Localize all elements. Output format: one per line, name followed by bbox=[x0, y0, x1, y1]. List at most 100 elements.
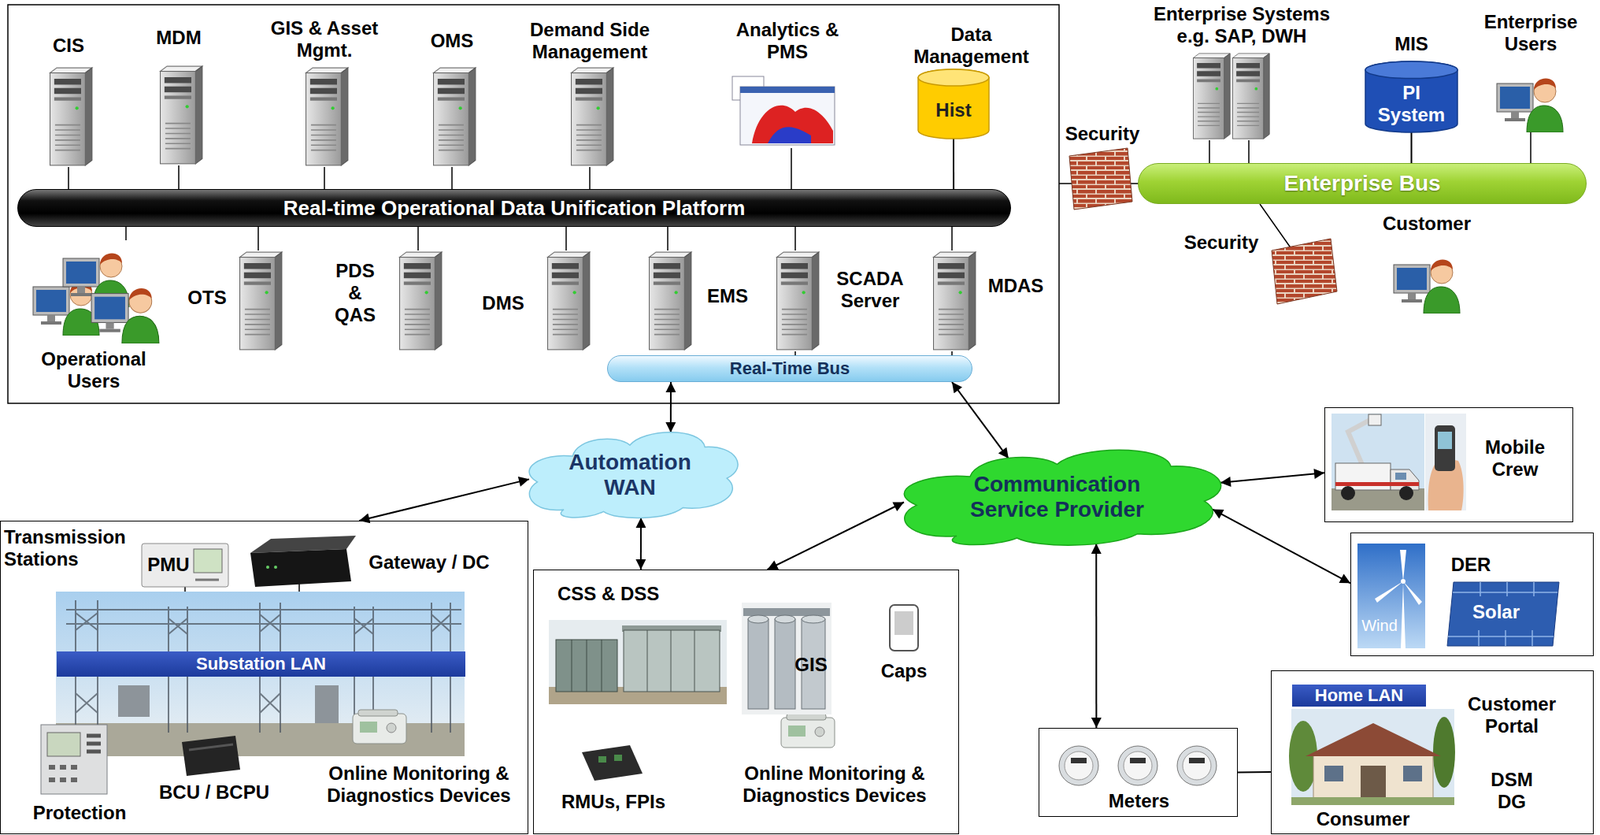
text-label: Caps bbox=[876, 659, 932, 682]
text-label: Operational Users bbox=[34, 348, 153, 393]
mobile-crew-photo bbox=[1399, 485, 1414, 500]
protection-relay bbox=[47, 732, 81, 756]
text-label: Customer bbox=[1379, 212, 1475, 235]
text-label: OTS bbox=[183, 286, 231, 309]
meter-icon bbox=[1129, 757, 1146, 763]
node-label: Home LAN bbox=[1314, 685, 1404, 706]
gis-switchgear bbox=[801, 614, 826, 623]
rmu-device bbox=[614, 754, 623, 761]
panel-box: Mobile Crew bbox=[1324, 407, 1574, 523]
mobile-crew-photo bbox=[1335, 481, 1419, 486]
connector bbox=[767, 502, 904, 571]
text-label: OMS bbox=[420, 29, 484, 52]
node-label: Hist bbox=[918, 99, 989, 122]
firewall-wall bbox=[1271, 238, 1338, 304]
wind-turbine-photo bbox=[1400, 578, 1406, 584]
network-cloud: Communication Service Provider bbox=[889, 445, 1225, 549]
database-cylinder: Data ManagementHist bbox=[918, 69, 989, 139]
system-frame bbox=[7, 4, 1060, 404]
substation-photo bbox=[55, 591, 465, 756]
rmu-device bbox=[598, 755, 607, 763]
pmu-device bbox=[141, 543, 229, 587]
server-icon bbox=[400, 251, 442, 350]
pmu-device bbox=[193, 548, 223, 573]
text-label: MDAS bbox=[984, 274, 1048, 297]
text-label: RMUs, FPIs bbox=[558, 790, 669, 813]
house-photo bbox=[1291, 796, 1455, 805]
kiosk-substation-photo bbox=[548, 619, 727, 704]
gateway-device bbox=[274, 565, 278, 569]
node-label: Automation WAN bbox=[551, 449, 709, 500]
gis-switchgear bbox=[774, 618, 796, 709]
meter-icon bbox=[1118, 745, 1158, 786]
gis-switchgear bbox=[774, 614, 796, 623]
connector bbox=[951, 381, 1009, 459]
server-icon bbox=[933, 251, 976, 350]
monitoring-device bbox=[352, 709, 835, 748]
connector bbox=[670, 381, 672, 433]
bcu-device bbox=[188, 744, 234, 750]
mobile-crew-photo bbox=[1425, 413, 1467, 511]
meter-icon bbox=[1059, 745, 1217, 786]
text-label: Security bbox=[1181, 231, 1261, 254]
text-label: Wind bbox=[1355, 616, 1404, 635]
server-icon bbox=[50, 67, 93, 166]
pmu-device bbox=[141, 543, 229, 587]
connector bbox=[1237, 770, 1271, 774]
analytics-screenshot bbox=[740, 86, 835, 145]
gis-switchgear bbox=[743, 607, 830, 616]
text-label: Demand Side Management bbox=[525, 18, 656, 63]
firewall-wall bbox=[1069, 148, 1133, 210]
cylinder-body bbox=[918, 69, 989, 139]
solar-panel bbox=[1447, 581, 1560, 646]
node-label: CSS & DSS bbox=[557, 582, 692, 605]
house-photo bbox=[1313, 754, 1434, 799]
text-label: Gateway / DC bbox=[364, 551, 495, 574]
node-label: Real-time Operational Data Unification P… bbox=[283, 196, 746, 220]
kiosk-substation-photo bbox=[555, 639, 618, 692]
user-icon bbox=[91, 288, 160, 344]
pmu-device bbox=[195, 578, 219, 582]
meter-icon bbox=[1188, 757, 1205, 763]
text-label: Enterprise Systems e.g. SAP, DWH bbox=[1145, 3, 1339, 48]
data-platform-bar: Real-time Operational Data Unification P… bbox=[17, 188, 1012, 227]
kiosk-substation-photo bbox=[571, 639, 602, 692]
connector bbox=[952, 138, 955, 189]
panel-box: Meters bbox=[1038, 727, 1238, 817]
node-label: Meters bbox=[1039, 789, 1239, 812]
connector bbox=[1410, 132, 1412, 163]
meter-icon bbox=[1059, 745, 1099, 786]
house-photo bbox=[1324, 765, 1344, 782]
cylinder-body bbox=[1365, 61, 1458, 133]
text-label: GIS & Asset Mgmt. bbox=[265, 17, 384, 62]
gis-switchgear bbox=[748, 618, 769, 709]
text-label: Protection bbox=[28, 801, 131, 824]
node-heading: Data Management bbox=[902, 23, 1041, 68]
house-photo bbox=[1288, 708, 1456, 805]
realtime-bus: Real-Time Bus bbox=[607, 355, 973, 382]
wire bbox=[125, 226, 952, 251]
rmu-device bbox=[581, 744, 643, 781]
node-label: Communication Service Provider bbox=[962, 471, 1152, 523]
text-label: Security bbox=[1062, 122, 1142, 145]
protection-relay bbox=[48, 766, 78, 780]
server-icon bbox=[433, 67, 476, 166]
meter-icon bbox=[1070, 757, 1087, 763]
user-icon bbox=[33, 281, 100, 336]
text-label: GIS bbox=[787, 653, 835, 676]
text-label: SCADA Server bbox=[829, 267, 912, 312]
panel-box: Customer PortalDSM DGConsumerHome LAN bbox=[1270, 670, 1594, 834]
mobile-crew-photo bbox=[1434, 425, 1456, 471]
kiosk-substation-photo bbox=[548, 619, 727, 704]
node-label: Consumer bbox=[1311, 807, 1415, 830]
connector bbox=[1220, 472, 1325, 483]
analytics-screenshot bbox=[732, 76, 835, 145]
database-cylinder: MISPI System bbox=[1365, 61, 1458, 133]
connector bbox=[640, 517, 642, 570]
protection-relay bbox=[40, 724, 108, 794]
mobile-crew-photo bbox=[1331, 413, 1467, 511]
connector bbox=[1095, 543, 1097, 728]
